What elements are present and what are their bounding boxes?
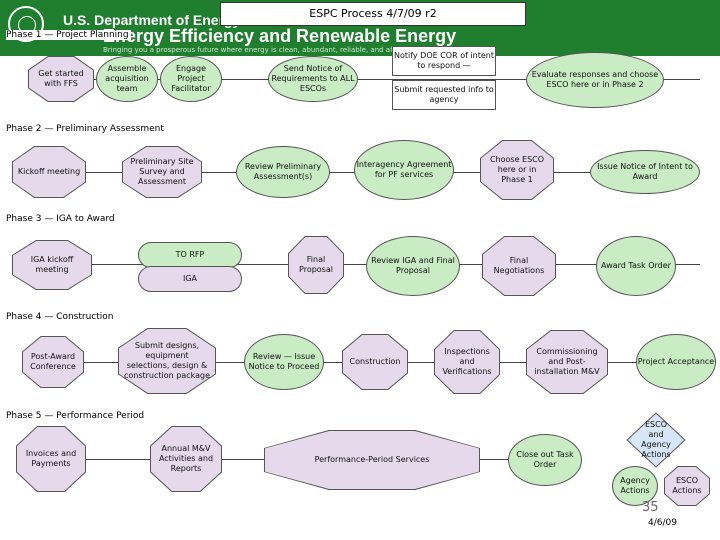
node-assemble-team: Assemble acquisition team <box>96 56 158 102</box>
legend-diamond-shape <box>626 412 686 468</box>
node-submit-info: Submit requested info to agency <box>392 80 496 110</box>
doe-name: U.S. Department of Energy <box>63 12 241 28</box>
node-post-award: Post-Award Conference <box>22 336 84 388</box>
node-invoices: Invoices and Payments <box>16 426 86 492</box>
node-award-task-order: Award Task Order <box>596 236 676 296</box>
node-project-acceptance: Project Acceptance <box>636 334 716 390</box>
phase-3-label: Phase 3 — IGA to Award <box>6 214 115 224</box>
phase-2-label: Phase 2 — Preliminary Assessment <box>6 124 164 134</box>
node-close-out: Close out Task Order <box>508 434 582 486</box>
slide-title: ESPC Process 4/7/09 r2 <box>220 2 526 26</box>
legend-esco-agency-actions: ESCO and Agency Actions <box>626 412 686 468</box>
banner-tagline: Bringing you a prosperous future where e… <box>103 46 422 54</box>
eere-name: Energy Efficiency and Renewable Energy <box>103 26 457 46</box>
node-evaluate: Evaluate responses and choose ESCO here … <box>526 52 664 108</box>
node-interagency: Interagency Agreement for PF services <box>354 140 454 200</box>
node-annual-mv: Annual M&V Activities and Reports <box>150 426 222 492</box>
legend-agency-actions: Agency Actions <box>612 466 658 506</box>
node-final-negotiations: Final Negotiations <box>482 236 556 296</box>
node-review-iga: Review IGA and Final Proposal <box>366 236 460 296</box>
node-notify-doe: Notify DOE COR of intent to respond — <box>392 46 496 76</box>
node-prelim-site: Preliminary Site Survey and Assessment <box>122 146 202 198</box>
node-review-issue-notice: Review — Issue Notice to Proceed <box>244 334 324 390</box>
node-choose-esco: Choose ESCO here or in Phase 1 <box>480 140 554 200</box>
phase-4-label: Phase 4 — Construction <box>6 312 114 322</box>
node-engage-facilitator: Engage Project Facilitator <box>160 56 222 102</box>
node-kickoff: Kickoff meeting <box>12 146 86 198</box>
node-final-proposal: Final Proposal <box>288 236 344 294</box>
node-to-rfp: TO RFP <box>138 242 242 268</box>
node-inspections: Inspections and Verifications <box>434 330 500 394</box>
node-issue-notice-award: Issue Notice of Intent to Award <box>590 150 700 194</box>
connector-phase1 <box>40 79 700 80</box>
node-iga: IGA <box>138 266 242 292</box>
phase-1-label: Phase 1 — Project Planning <box>6 30 131 40</box>
node-send-notice: Send Notice of Requirements to ALL ESCOs <box>268 56 358 102</box>
node-construction: Construction <box>342 334 408 390</box>
node-performance-services: Performance-Period Services <box>264 430 480 490</box>
footer-date: 4/6/09 <box>648 518 677 528</box>
node-iga-kickoff: IGA kickoff meeting <box>12 240 92 290</box>
legend-esco-actions: ESCO Actions <box>664 466 710 506</box>
legend-esco-agency-label: ESCO and Agency Actions <box>641 420 671 459</box>
node-review-prelim: Review Preliminary Assessment(s) <box>236 146 330 198</box>
phase-5-label: Phase 5 — Performance Period <box>6 411 145 421</box>
node-get-started: Get started with FFS <box>28 56 94 102</box>
node-submit-designs: Submit designs, equipment selections, de… <box>118 328 216 394</box>
node-commissioning: Commissioning and Post-installation M&V <box>526 330 608 394</box>
page-number: 35 <box>642 500 659 515</box>
